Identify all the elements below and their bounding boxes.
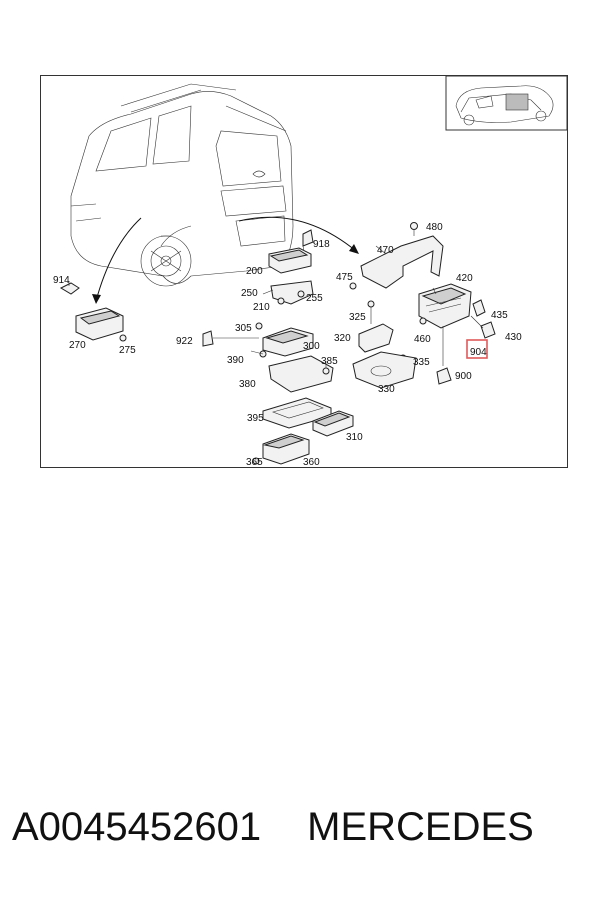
label-360: 360	[303, 457, 320, 467]
part-420-control-unit[interactable]	[418, 283, 472, 329]
label-335: 335	[413, 357, 430, 368]
label-255: 255	[306, 293, 323, 304]
label-904: 904	[470, 347, 487, 358]
pointer-line-right	[238, 216, 357, 252]
label-435: 435	[491, 310, 508, 321]
label-918: 918	[313, 239, 330, 250]
label-300: 300	[303, 341, 320, 352]
label-385: 385	[321, 356, 338, 367]
label-320: 320	[334, 333, 351, 344]
leader-lines	[68, 245, 437, 368]
product-caption: A0045452601 MERCEDES	[12, 805, 592, 865]
exploded-parts-diagram: 914 270 275 918 200 250 255 210 922 305 …	[53, 76, 567, 467]
diagram-frame: 914 270 275 918 200 250 255 210 922 305 …	[40, 75, 568, 468]
part-360-module[interactable]	[252, 433, 310, 465]
part-435-relay[interactable]	[472, 299, 486, 317]
label-430: 430	[505, 332, 522, 343]
part-430-clip[interactable]	[470, 315, 496, 339]
part-labels: 914 270 275 918 200 250 255 210 922 305 …	[53, 222, 522, 467]
part-200-module-assembly[interactable]	[268, 229, 314, 305]
brand-name: MERCEDES	[307, 805, 534, 849]
part-number: A0045452601	[12, 805, 262, 849]
part-904-connector-highlighted[interactable]	[466, 339, 488, 359]
part-310-module[interactable]	[312, 410, 354, 437]
label-922: 922	[176, 336, 193, 347]
label-200: 200	[246, 266, 263, 277]
label-305: 305	[235, 323, 252, 334]
label-470: 470	[377, 245, 394, 256]
part-270-control-unit[interactable]	[59, 282, 127, 342]
label-395: 395	[247, 413, 264, 424]
part-330-bracket[interactable]	[352, 351, 417, 389]
part-900-connector[interactable]	[436, 326, 452, 385]
part-300-module-assembly[interactable]	[202, 322, 334, 393]
part-470-bracket[interactable]	[349, 222, 444, 290]
label-914: 914	[53, 275, 70, 286]
label-270: 270	[69, 340, 86, 351]
label-900: 900	[455, 371, 472, 382]
label-365: 365	[246, 457, 263, 467]
label-480: 480	[426, 222, 443, 233]
label-390: 390	[227, 355, 244, 366]
label-210: 210	[253, 302, 270, 313]
label-250: 250	[241, 288, 258, 299]
label-275: 275	[119, 345, 136, 356]
label-325: 325	[349, 312, 366, 323]
vehicle-outline	[70, 83, 294, 287]
label-420: 420	[456, 273, 473, 284]
label-460: 460	[414, 334, 431, 345]
label-475: 475	[336, 272, 353, 283]
vehicle-thumbnail-inset	[445, 76, 567, 131]
pointer-line-left	[95, 217, 142, 302]
label-310: 310	[346, 432, 363, 443]
label-330: 330	[378, 384, 395, 395]
label-380: 380	[239, 379, 256, 390]
